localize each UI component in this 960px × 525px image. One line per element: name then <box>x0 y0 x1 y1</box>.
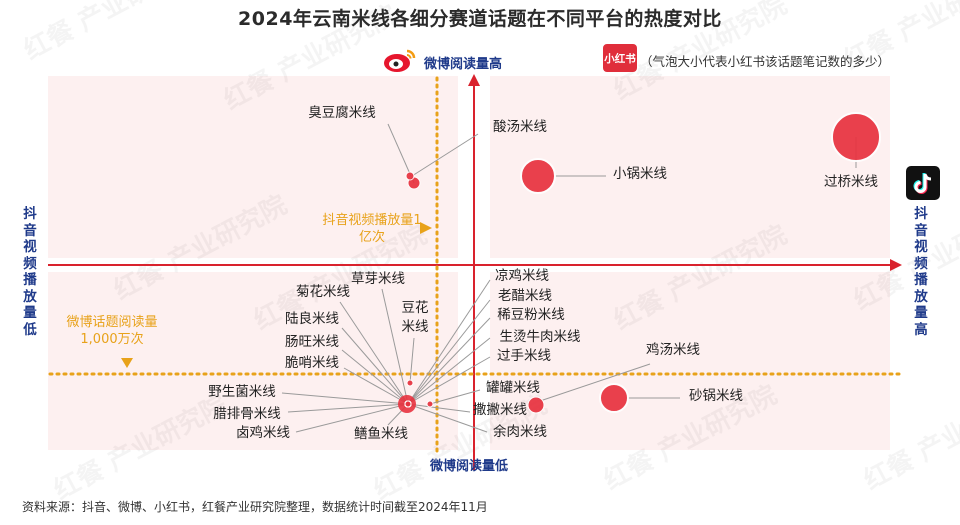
bubble-point <box>404 400 412 408</box>
point-label: 酸汤米线 <box>493 119 547 135</box>
point-label: 豆花米线 <box>402 300 429 335</box>
bubble-point <box>405 171 415 181</box>
point-label: 腊排骨米线 <box>213 406 281 422</box>
leader-line <box>407 356 491 405</box>
xiaohongshu-icon: 小红书 <box>603 44 637 72</box>
leader-line <box>339 301 409 405</box>
point-label: 卤鸡米线 <box>236 424 290 441</box>
point-label: 鳝鱼米线 <box>354 425 408 442</box>
x-axis-high-label: 抖音视频播放量高 <box>914 206 928 338</box>
quadrant-bg <box>490 76 890 258</box>
y-axis-low-label: 微博阅读量低 <box>430 459 509 474</box>
y-threshold-arrow <box>121 358 133 368</box>
point-label-line: 豆花 <box>402 300 429 316</box>
x-axis-arrow <box>890 259 902 271</box>
bubble-point <box>426 400 434 408</box>
point-label: 菊花米线 <box>296 284 350 300</box>
chart-title: 2024年云南米线各细分赛道话题在不同平台的热度对比 <box>238 8 722 30</box>
leader-line <box>539 363 651 402</box>
x-threshold-arrow <box>420 222 432 234</box>
x-threshold-label: 抖音视频播放量1亿次 <box>322 213 422 245</box>
point-label: 罐罐米线 <box>486 380 540 396</box>
bubble-point <box>406 379 414 387</box>
point-label-line: 米线 <box>402 319 429 335</box>
y-threshold-label: 微博话题阅读量1,000万次 <box>66 315 158 347</box>
point-label: 凉鸡米线 <box>495 267 549 284</box>
bubble-point <box>599 383 629 413</box>
bubble-point <box>831 112 881 162</box>
leader-line <box>343 367 409 405</box>
leader-line <box>287 403 409 413</box>
point-label: 砂锅米线 <box>689 388 743 404</box>
leader-line <box>341 349 409 405</box>
point-label: 老醋米线 <box>498 288 552 304</box>
leader-line <box>407 403 488 433</box>
leader-line <box>295 403 409 433</box>
leader-line <box>411 133 479 177</box>
point-label: 陆良米线 <box>285 311 339 327</box>
leader-line <box>281 392 409 405</box>
leader-line <box>407 337 491 405</box>
quadrant-bg <box>490 272 890 450</box>
point-label: 草芽米线 <box>351 271 405 287</box>
leader-line <box>381 288 409 405</box>
leader-line <box>407 317 491 405</box>
point-label: 脆哨米线 <box>285 354 339 371</box>
quadrant-bg <box>48 76 458 258</box>
y-axis-arrow <box>468 74 480 86</box>
bubble-point <box>527 396 545 414</box>
point-label: 小锅米线 <box>613 166 667 182</box>
point-label: 肠旺米线 <box>285 334 339 350</box>
quadrant-bg <box>48 272 458 450</box>
point-label: 撒撇米线 <box>473 402 527 418</box>
point-label: 生烫牛肉米线 <box>500 329 581 345</box>
point-label: 鸡汤米线 <box>646 341 700 358</box>
x-axis-low-label: 抖音视频播放量低 <box>23 206 37 338</box>
source-note: 资料来源：抖音、微博、小红书，红餐产业研究院整理，数据统计时间截至2024年11… <box>22 500 488 514</box>
point-label: 过手米线 <box>497 348 551 364</box>
leader-line <box>429 389 481 405</box>
bubble-point <box>520 158 556 194</box>
leader-line <box>407 299 491 405</box>
weibo-icon <box>382 46 418 74</box>
leader-line <box>407 403 471 413</box>
douyin-icon <box>906 166 940 200</box>
y-axis-high-label: 微博阅读量高 <box>424 57 503 72</box>
leader-line <box>341 327 409 405</box>
point-label: 过桥米线 <box>824 174 878 190</box>
leader-line <box>407 279 491 405</box>
point-label: 稀豆粉米线 <box>497 307 565 323</box>
bubble-size-legend: （气泡大小代表小红书该话题笔记数的多少） <box>640 54 891 69</box>
leader-line <box>409 337 415 384</box>
point-label: 野生菌米线 <box>208 384 276 400</box>
point-label: 余肉米线 <box>493 423 547 440</box>
point-label: 臭豆腐米线 <box>308 105 376 121</box>
